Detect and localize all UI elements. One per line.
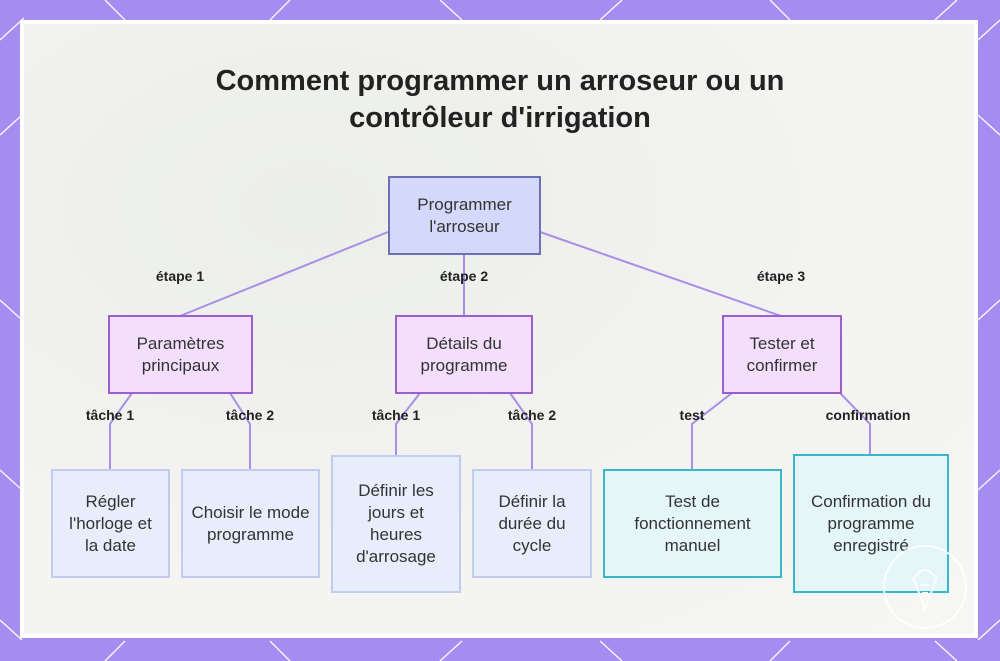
step-1-node: Paramètres principaux [108, 315, 253, 394]
task-days-node: Définir les jours et heures d'arrosage [331, 455, 461, 593]
edge-label-task1b: tâche 1 [371, 407, 421, 423]
task-mode-text: Choisir le mode programme [191, 502, 310, 544]
edge-root-step3 [539, 231, 782, 317]
edge-step2-task2 [509, 392, 533, 470]
edge-label-test: test [679, 407, 705, 423]
task-clock-node: Régler l'horloge et la date [51, 469, 170, 578]
task-mode-node: Choisir le mode programme [181, 469, 320, 578]
step-2-text: Détails du programme [420, 333, 508, 375]
diagram-title: Comment programmer un arroseur ou un con… [0, 63, 1000, 137]
edge-label-step3: étape 3 [756, 268, 806, 284]
task-duration-node: Définir la durée du cycle [472, 469, 592, 578]
root-node-text: Programmer l'arroseur [417, 194, 512, 236]
task-confirmation-node: Confirmation du programme enregistré [793, 454, 949, 593]
edge-label-task1a: tâche 1 [85, 407, 135, 423]
task-days-text: Définir les jours et heures d'arrosage [356, 481, 436, 566]
edge-step3-test [691, 392, 733, 470]
title-line-1: Comment programmer un arroseur ou un [215, 65, 785, 97]
edge-step3-confirm [839, 392, 871, 455]
step-1-text: Paramètres principaux [136, 333, 225, 375]
edge-label-task2b: tâche 2 [507, 407, 557, 423]
edge-label-task2a: tâche 2 [225, 407, 275, 423]
edge-step2-task1 [395, 392, 421, 456]
task-duration-text: Définir la durée du cycle [498, 491, 566, 555]
task-clock-text: Régler l'horloge et la date [69, 491, 152, 555]
watermark-badge-icon [883, 545, 967, 629]
edge-label-step1: étape 1 [155, 268, 205, 284]
root-node: Programmer l'arroseur [388, 176, 541, 255]
watermark-glyph [912, 569, 938, 612]
edge-root-step1 [179, 231, 389, 317]
task-confirmation-text: Confirmation du programme enregistré [810, 491, 931, 555]
step-2-node: Détails du programme [395, 315, 533, 394]
edge-step1-task1 [109, 392, 133, 470]
step-3-node: Tester et confirmer [722, 315, 842, 394]
title-line-2: contrôleur d'irrigation [349, 102, 651, 134]
edge-label-step2: étape 2 [439, 268, 489, 284]
task-manual-test-text: Test de fonctionnement manuel [634, 491, 751, 555]
edge-step1-task2 [229, 392, 251, 470]
edge-label-confirmation: confirmation [825, 407, 911, 423]
task-manual-test-node: Test de fonctionnement manuel [603, 469, 782, 578]
step-3-text: Tester et confirmer [746, 333, 818, 375]
